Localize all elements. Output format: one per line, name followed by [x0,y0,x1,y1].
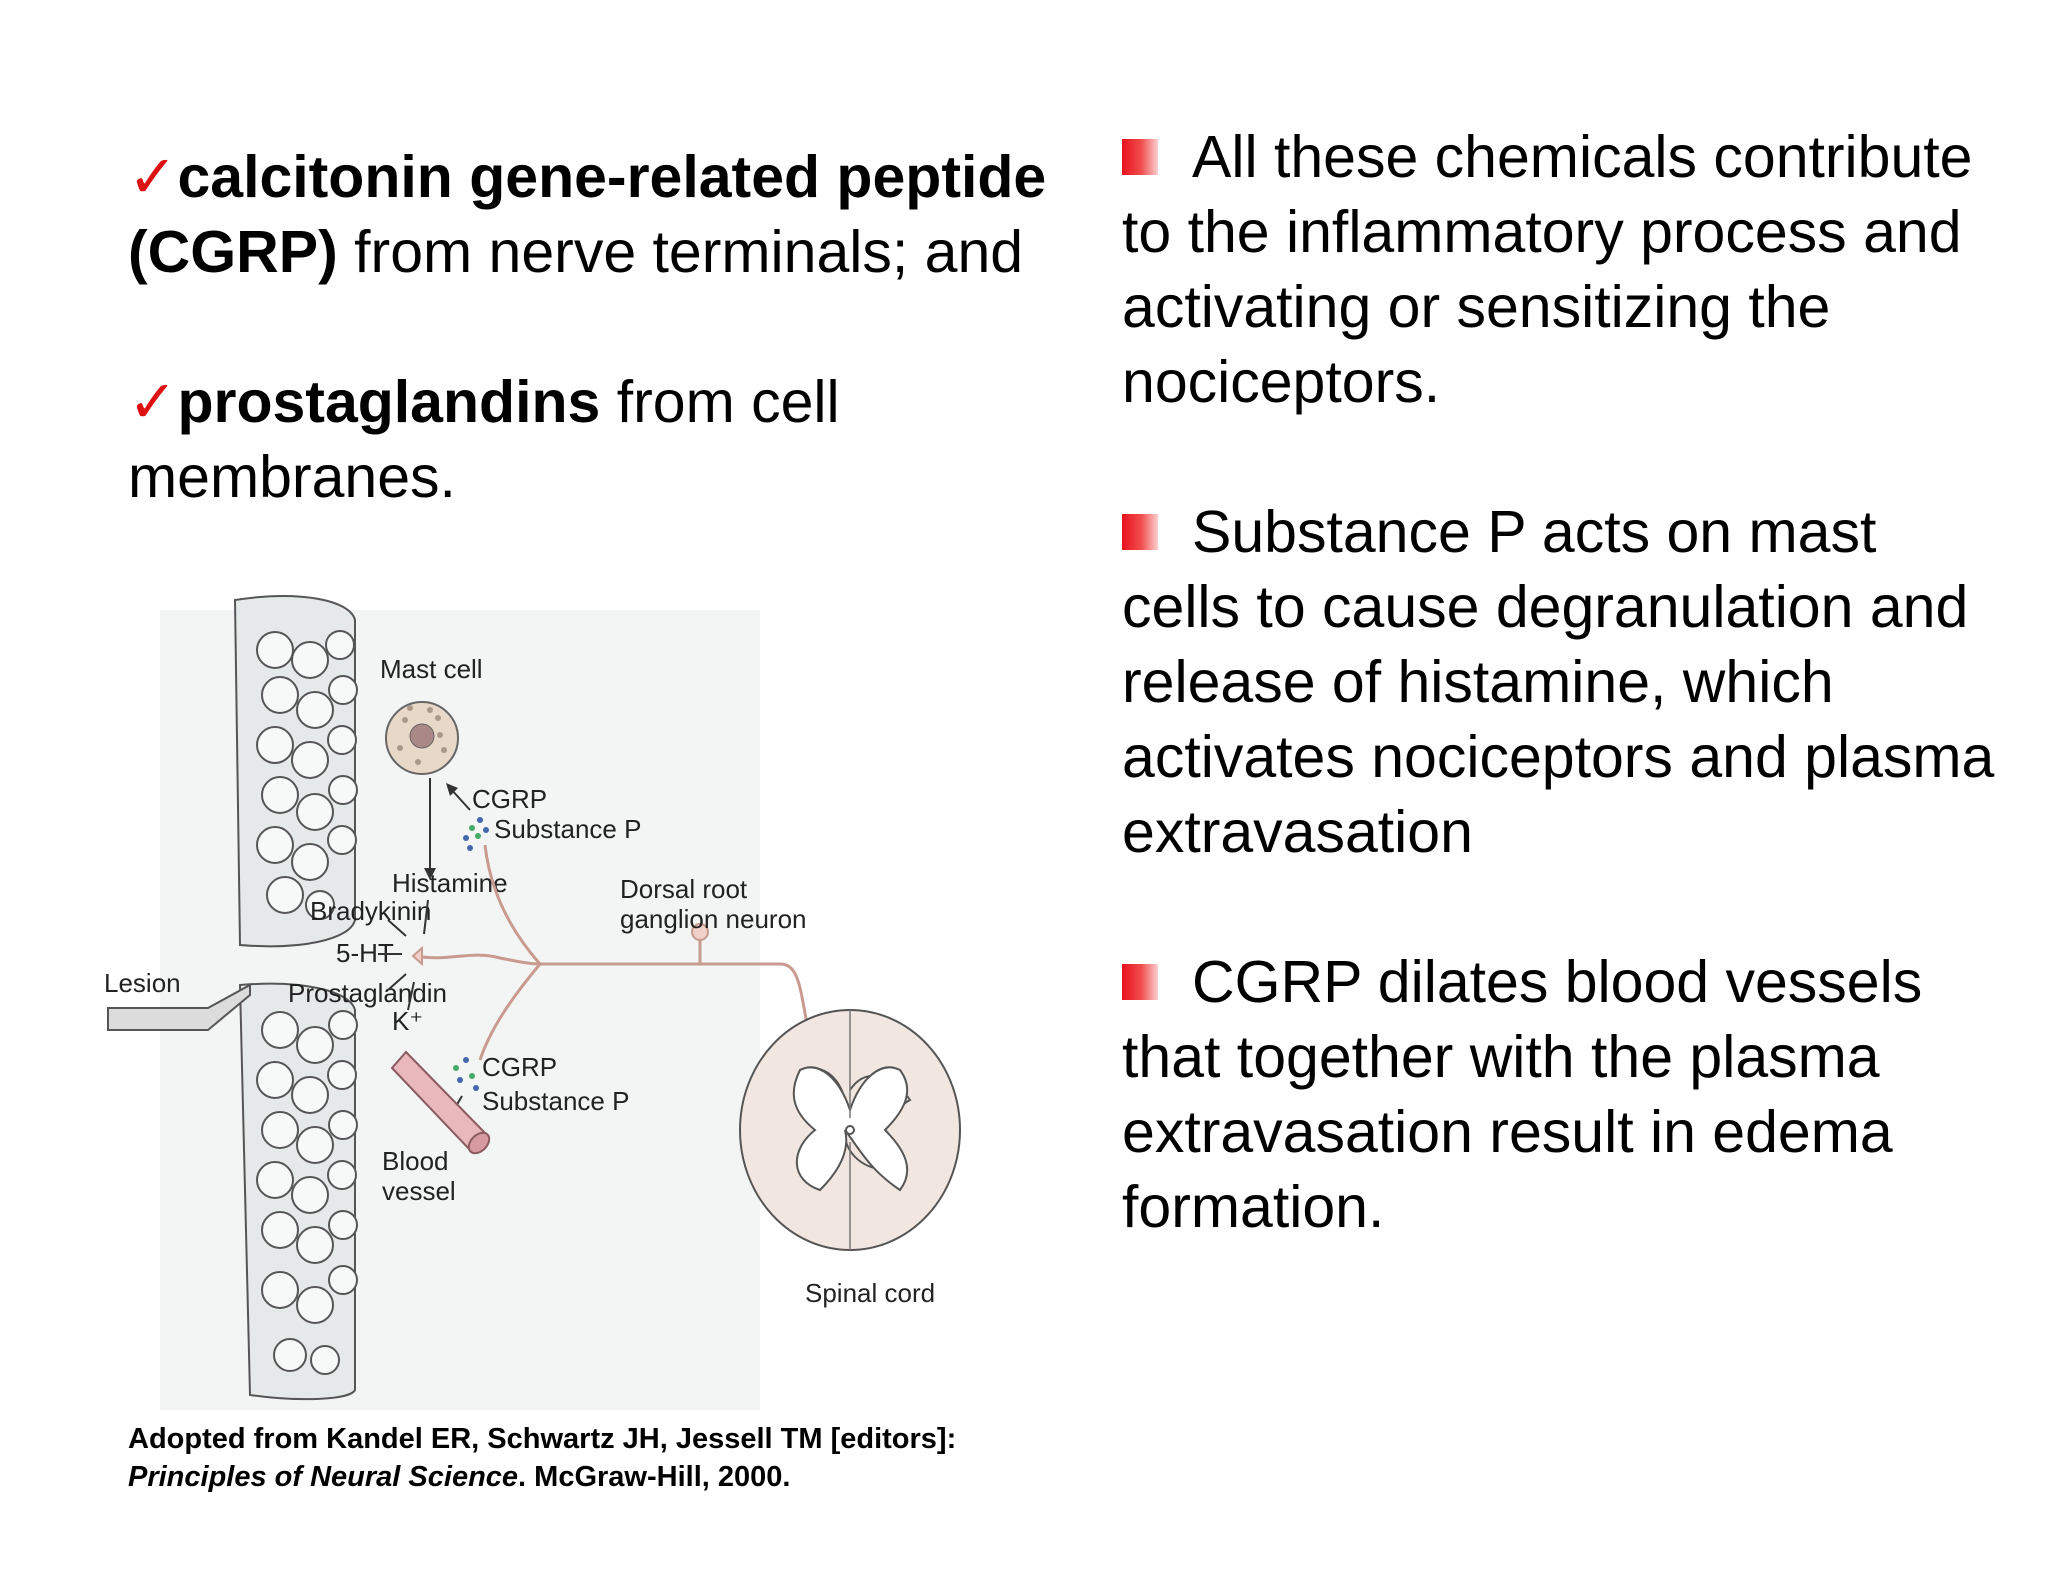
cgrp-top-label: CGRP [472,784,547,814]
nerve-terminal-icon [411,945,423,967]
vessel-label: vessel [382,1176,456,1206]
bullet-item: All these chemicals contribute to the in… [1122,120,2002,420]
cgrp-dots-top [463,817,489,851]
cgrp-abbrev: (CGRP) [128,219,338,285]
cgrp-bottom-label: CGRP [482,1052,557,1082]
lesion-blade-icon [107,983,251,1031]
ganglion-cell-body-icon [691,923,709,941]
substance-p-top-label: Substance P [494,814,641,844]
bullet-text: Substance P acts on mast cells to cause … [1122,499,1995,865]
nociceptor-diagram: Lesion Mast cell CGRP Substance P Histam… [100,590,1100,1420]
cgrp-term: calcitonin gene-related peptide [177,144,1047,210]
citation: Adopted from Kandel ER, Schwartz JH, Jes… [128,1420,1128,1496]
right-text-block: All these chemicals contribute to the in… [1122,120,2002,1320]
dorsal-root-label: Dorsal root [620,874,748,904]
mast-cell-label: Mast cell [380,654,483,684]
histamine-label: Histamine [392,868,508,898]
left-text-block: ✓calcitonin gene-related peptide (CGRP) … [128,140,1118,590]
mediator-arrows [378,899,429,1011]
prostaglandins-source: from cell membranes. [128,369,840,510]
square-bullet-icon [1122,139,1158,175]
nerve-branch-bottom [478,963,542,1061]
citation-line1: Adopted from Kandel ER, Schwartz JH, Jes… [128,1423,957,1455]
checkmark-icon: ✓ [128,369,178,435]
epithelial-cells-lower [256,1010,358,1375]
epithelial-cells-upper [256,630,358,920]
mast-cell-granules [397,705,447,765]
citation-publisher: . McGraw-Hill, 2000. [518,1461,791,1493]
k-plus-label: K⁺ [392,1006,423,1036]
cgrp-item: ✓calcitonin gene-related peptide (CGRP) … [128,140,1118,290]
checkmark-icon: ✓ [128,144,178,210]
spinal-cord-label: Spinal cord [805,1278,935,1308]
nerve-branch-top [483,844,542,965]
diagram-svg: Lesion Mast cell CGRP Substance P Histam… [104,595,961,1410]
bullet-text: CGRP dilates blood vessels that together… [1122,949,1923,1240]
bradykinin-label: Bradykinin [310,896,431,926]
substance-p-bottom-label: Substance P [482,1086,629,1116]
bullet-item: CGRP dilates blood vessels that together… [1122,945,2002,1245]
bullet-text: All these chemicals contribute to the in… [1122,124,1973,415]
prostaglandins-item: ✓prostaglandins from cell membranes. [128,365,1118,515]
lesion-label: Lesion [104,968,181,998]
cgrp-dots-bottom [453,1057,479,1091]
bullet-item: Substance P acts on mast cells to cause … [1122,495,2002,870]
prostaglandins-term: prostaglandins [177,369,601,435]
square-bullet-icon [1122,514,1158,550]
citation-book-title: Principles of Neural Science [128,1461,519,1493]
blood-label: Blood [382,1146,449,1176]
cgrp-source: from nerve terminals; and [337,219,1024,285]
square-bullet-icon [1122,964,1158,1000]
prostaglandin-label: Prostaglandin [288,978,447,1008]
ganglion-neuron-label: ganglion neuron [620,904,807,934]
